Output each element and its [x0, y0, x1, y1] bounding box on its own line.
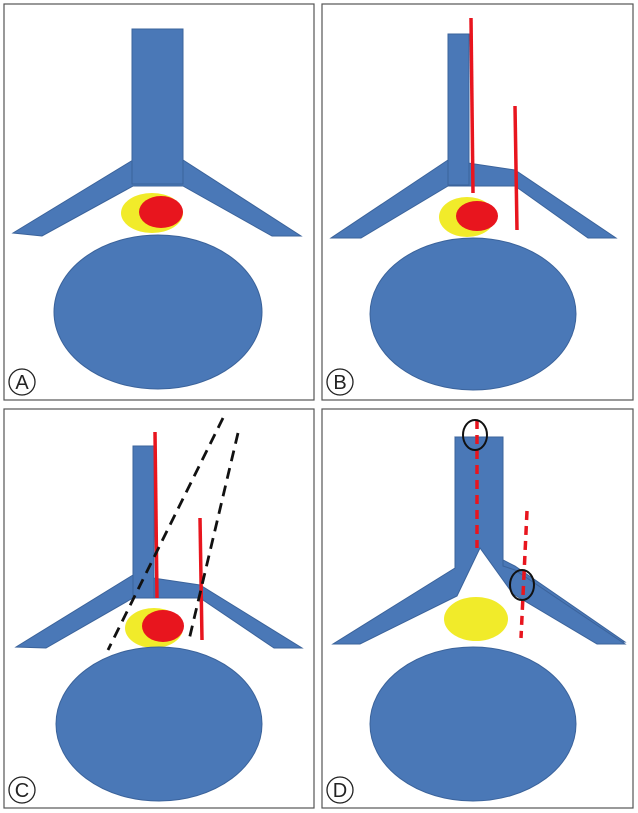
panel-a-spinous-process	[131, 28, 184, 185]
panel-b-cut-line-midline	[469, 17, 475, 194]
panel-b-label-circle	[326, 368, 354, 396]
panel-a: A	[3, 3, 315, 401]
panel-c-cut-line-midline	[153, 431, 159, 599]
panel-d-label-circle	[326, 776, 354, 804]
panel-a-red-structure	[139, 196, 183, 228]
panel-d: D	[321, 408, 634, 809]
panel-d-vertebral-body	[369, 646, 577, 802]
panel-c-label: C	[15, 780, 29, 802]
panel-c: C	[3, 408, 315, 809]
panel-b-red-structure	[456, 201, 498, 231]
panel-c-label-circle	[8, 776, 36, 804]
panel-a-vertebral-body	[53, 234, 263, 390]
panel-b-cut-line-lateral	[513, 105, 519, 231]
panel-b-spinous-process-remnant	[447, 33, 470, 186]
panel-a-label-circle	[8, 368, 36, 396]
panel-c-trajectory-line-1	[106, 417, 225, 651]
panel-d-yellow-structure	[444, 597, 508, 641]
panel-c-spinous-process-remnant	[132, 445, 155, 599]
panel-c-vertebral-body	[55, 646, 263, 802]
panel-a-label: A	[15, 372, 29, 394]
panel-d-marker-circle-lateral	[509, 569, 535, 601]
panel-d-marker-circle-top	[462, 419, 488, 451]
panel-b: B	[321, 3, 634, 401]
panel-c-red-structure	[142, 610, 184, 642]
panel-d-label: D	[333, 780, 347, 802]
panel-b-vertebral-body	[369, 237, 577, 391]
panel-b-label: B	[333, 372, 346, 394]
panel-c-cut-line-lateral	[198, 517, 204, 641]
panel-d-cut-line-lateral	[519, 510, 529, 639]
